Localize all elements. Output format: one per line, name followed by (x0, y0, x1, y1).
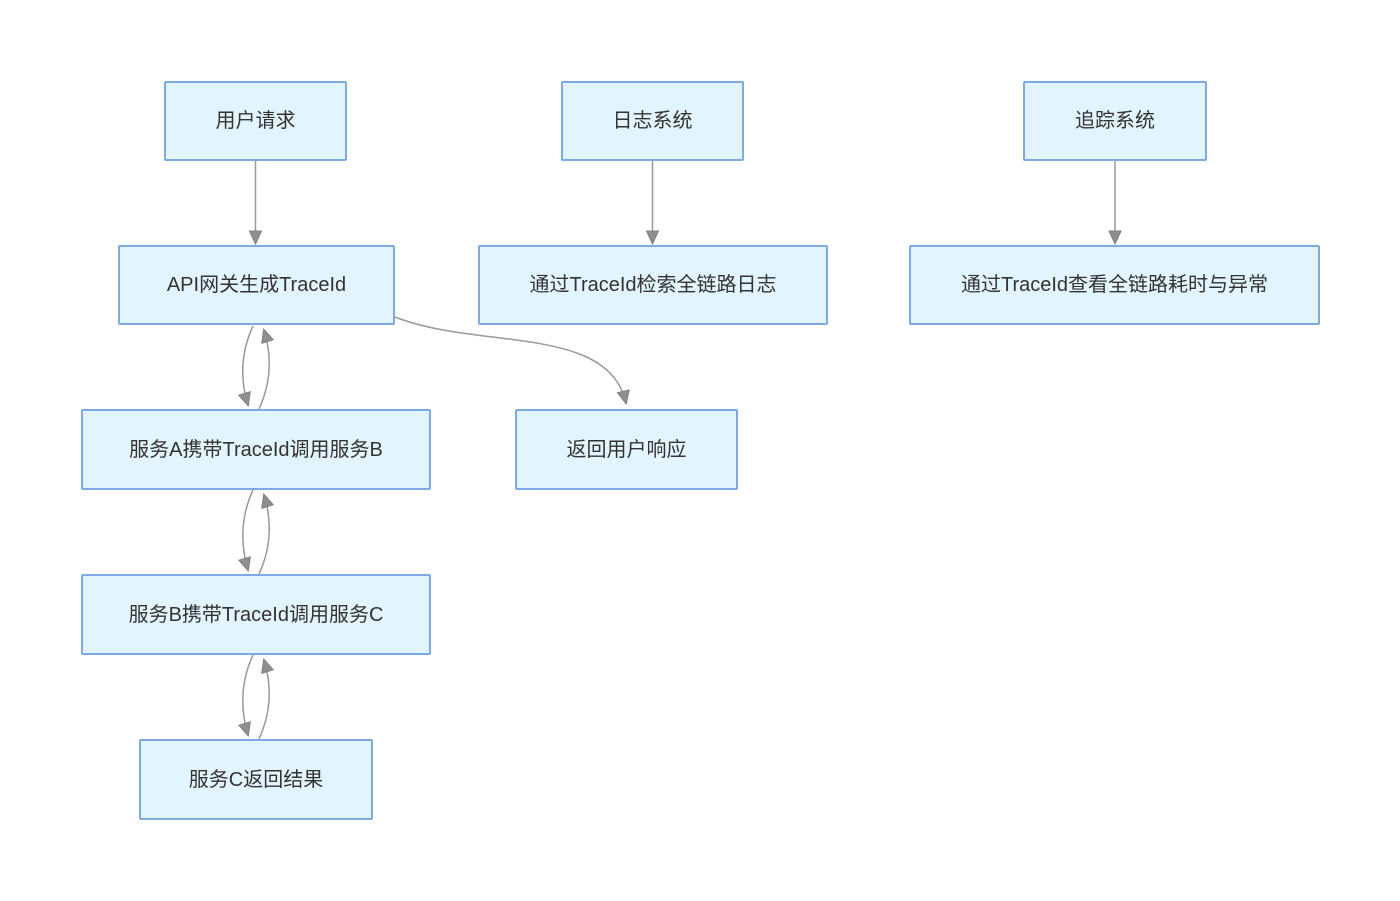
node-service-c-label: 服务C返回结果 (188, 768, 324, 791)
arrow-service-b-to-service-a (258, 492, 275, 575)
node-api-gateway: API网关生成TraceId (118, 245, 395, 325)
arrow-service-a-to-api-gateway (258, 327, 275, 410)
node-trace-view-label: 通过TraceId查看全链路耗时与异常 (960, 274, 1269, 296)
node-trace-system: 追踪系统 (1023, 81, 1207, 161)
node-log-search-label: 通过TraceId检索全链路日志 (529, 274, 777, 296)
arrow-service-b-to-service-c (237, 654, 254, 738)
arrow-api-gateway-to-return-response (394, 316, 630, 406)
node-log-system: 日志系统 (561, 81, 744, 161)
node-service-c: 服务C返回结果 (139, 739, 373, 820)
node-service-b-label: 服务B携带TraceId调用服务C (128, 603, 384, 626)
node-trace-system-label: 追踪系统 (1075, 110, 1155, 132)
node-log-system-label: 日志系统 (612, 110, 693, 132)
node-user-request: 用户请求 (164, 81, 347, 161)
node-trace-view: 通过TraceId查看全链路耗时与异常 (909, 245, 1320, 325)
node-api-gateway-label: API网关生成TraceId (166, 274, 347, 296)
arrow-service-c-to-service-b (258, 657, 275, 740)
node-service-b: 服务B携带TraceId调用服务C (81, 574, 431, 655)
node-user-request-label: 用户请求 (215, 110, 296, 132)
arrow-service-a-to-service-b (237, 489, 254, 573)
arrow-api-gateway-to-service-a (237, 325, 254, 408)
node-log-search: 通过TraceId检索全链路日志 (478, 245, 828, 325)
node-service-a-label: 服务A携带TraceId调用服务B (129, 438, 383, 461)
node-service-a: 服务A携带TraceId调用服务B (81, 409, 431, 490)
node-return-response-label: 返回用户响应 (566, 438, 687, 461)
node-return-response: 返回用户响应 (515, 409, 738, 490)
